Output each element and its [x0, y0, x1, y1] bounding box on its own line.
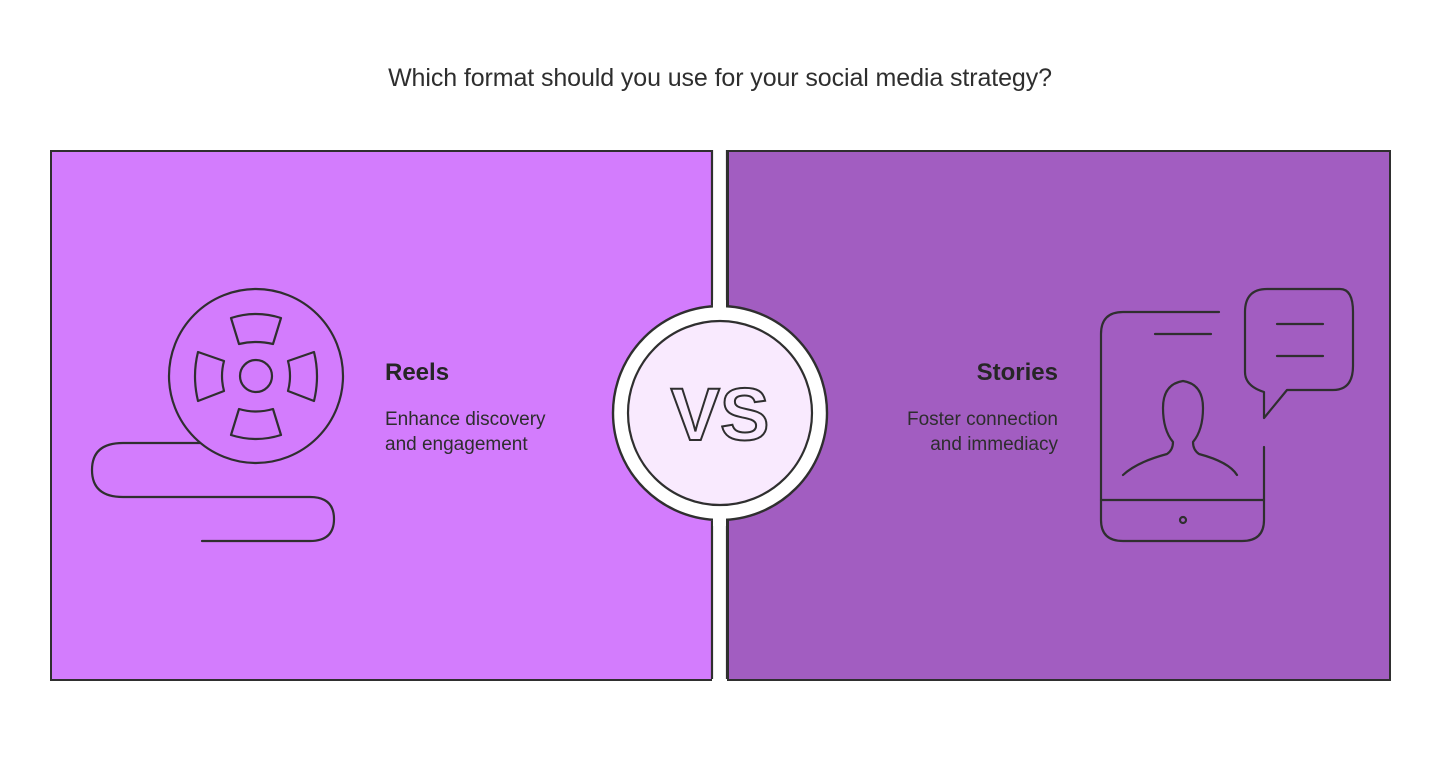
reels-title: Reels: [385, 359, 450, 386]
reels-desc-line2: and engagement: [385, 434, 528, 455]
stories-description: Foster connection and immediacy: [907, 407, 1058, 457]
phone-profile-chat-icon: [1099, 287, 1355, 543]
stories-desc-line1: Foster connection: [906, 409, 1058, 430]
page-title: Which format should you use for your soc…: [388, 64, 1052, 92]
stories-title: Stories: [976, 359, 1058, 386]
reels-description: Enhance discovery and engagement: [385, 407, 546, 457]
reels-desc-line1: Enhance discovery: [385, 409, 546, 430]
stories-desc-line2: and immediacy: [930, 434, 1058, 455]
stories-panel: Stories Foster connection and immediacy: [727, 150, 1391, 681]
film-reel-icon: [90, 287, 345, 543]
reels-panel: Reels Enhance discovery and engagement: [50, 150, 714, 681]
